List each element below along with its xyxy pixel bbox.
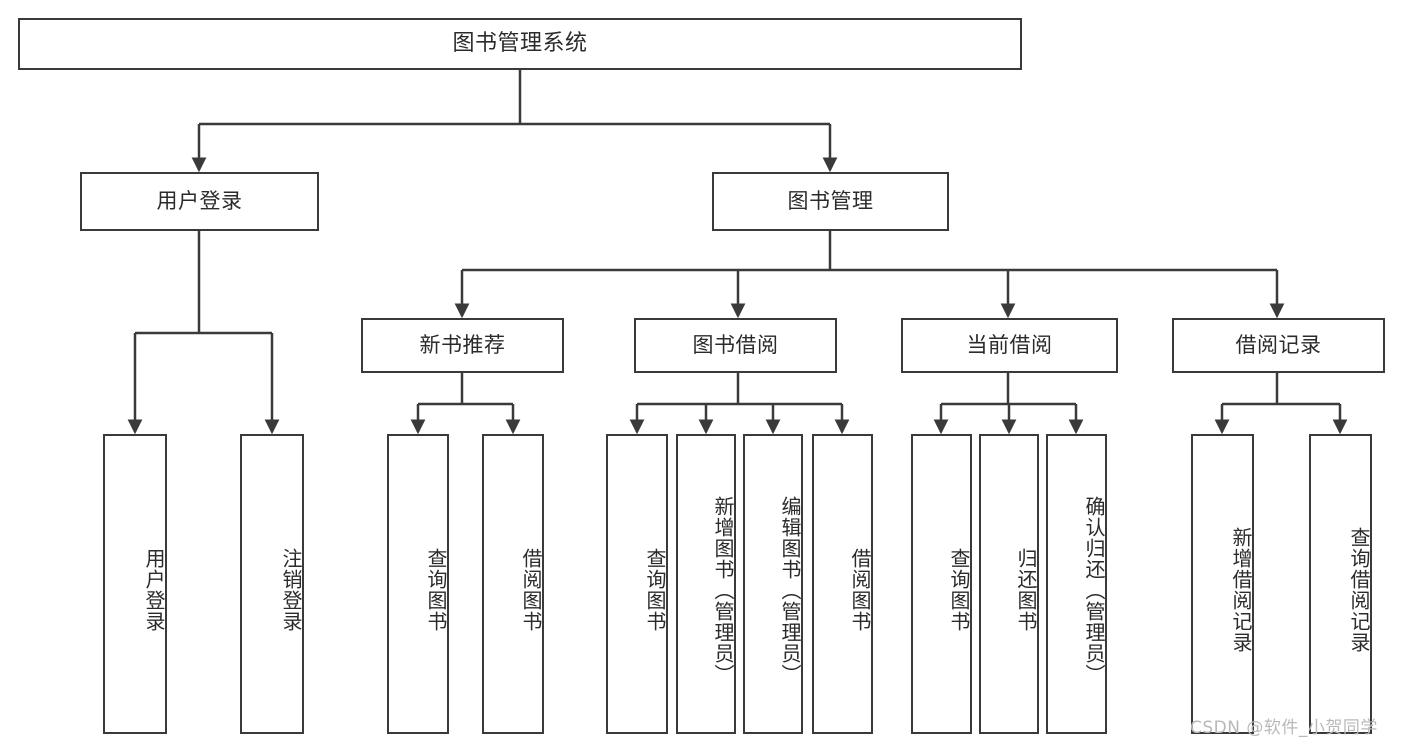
csdn-watermark: CSDN @软件_小贺同学 [1190, 713, 1378, 738]
node-leaf-query-books-borrow[interactable]: 查询图书 [606, 434, 668, 734]
node-new-book-recommendation[interactable]: 新书推荐 [361, 318, 564, 373]
node-leaf-return-books[interactable]: 归还图书 [979, 434, 1039, 734]
node-label: 查询图书 [643, 548, 667, 632]
node-leaf-borrow-books-borrow[interactable]: 借阅图书 [812, 434, 873, 734]
node-label: 新增图书（管理员） [711, 495, 735, 685]
node-leaf-add-borrow-record[interactable]: 新增借阅记录 [1191, 434, 1254, 734]
node-label: 图书借阅 [692, 333, 779, 358]
node-label: 借阅记录 [1235, 333, 1322, 358]
node-borrow-records[interactable]: 借阅记录 [1172, 318, 1385, 373]
node-label: 图书管理系统 [452, 31, 588, 57]
node-book-management[interactable]: 图书管理 [712, 172, 949, 231]
node-label: 借阅图书 [848, 548, 872, 632]
node-label: 用户登录 [156, 189, 243, 214]
node-leaf-query-books-recommend[interactable]: 查询图书 [387, 434, 449, 734]
node-label: 查询图书 [424, 548, 448, 632]
watermark-text: CSDN @软件_小贺同学 [1190, 718, 1378, 738]
node-book-borrowing[interactable]: 图书借阅 [634, 318, 837, 373]
node-leaf-query-books-current[interactable]: 查询图书 [911, 434, 972, 734]
node-label: 归还图书 [1014, 548, 1038, 632]
node-user-login[interactable]: 用户登录 [80, 172, 319, 231]
node-label: 新书推荐 [419, 333, 506, 358]
node-label: 查询借阅记录 [1347, 527, 1371, 653]
node-label: 新增借阅记录 [1229, 527, 1253, 653]
node-label: 查询图书 [947, 548, 971, 632]
node-leaf-edit-book-admin[interactable]: 编辑图书（管理员） [743, 434, 803, 734]
node-leaf-logout[interactable]: 注销登录 [240, 434, 304, 734]
node-label: 借阅图书 [519, 548, 543, 632]
node-label: 用户登录 [142, 548, 166, 632]
node-leaf-confirm-return-admin[interactable]: 确认归还（管理员） [1046, 434, 1107, 734]
node-label: 编辑图书（管理员） [778, 495, 802, 685]
node-label: 当前借阅 [966, 333, 1053, 358]
node-current-borrowing[interactable]: 当前借阅 [901, 318, 1118, 373]
node-root-book-management-system[interactable]: 图书管理系统 [18, 18, 1022, 70]
node-leaf-query-borrow-record[interactable]: 查询借阅记录 [1309, 434, 1372, 734]
node-leaf-add-book-admin[interactable]: 新增图书（管理员） [676, 434, 736, 734]
node-leaf-user-login[interactable]: 用户登录 [103, 434, 167, 734]
node-label: 确认归还（管理员） [1082, 495, 1106, 685]
node-leaf-borrow-books-recommend[interactable]: 借阅图书 [482, 434, 544, 734]
node-label: 图书管理 [787, 189, 874, 214]
node-label: 注销登录 [279, 548, 303, 632]
